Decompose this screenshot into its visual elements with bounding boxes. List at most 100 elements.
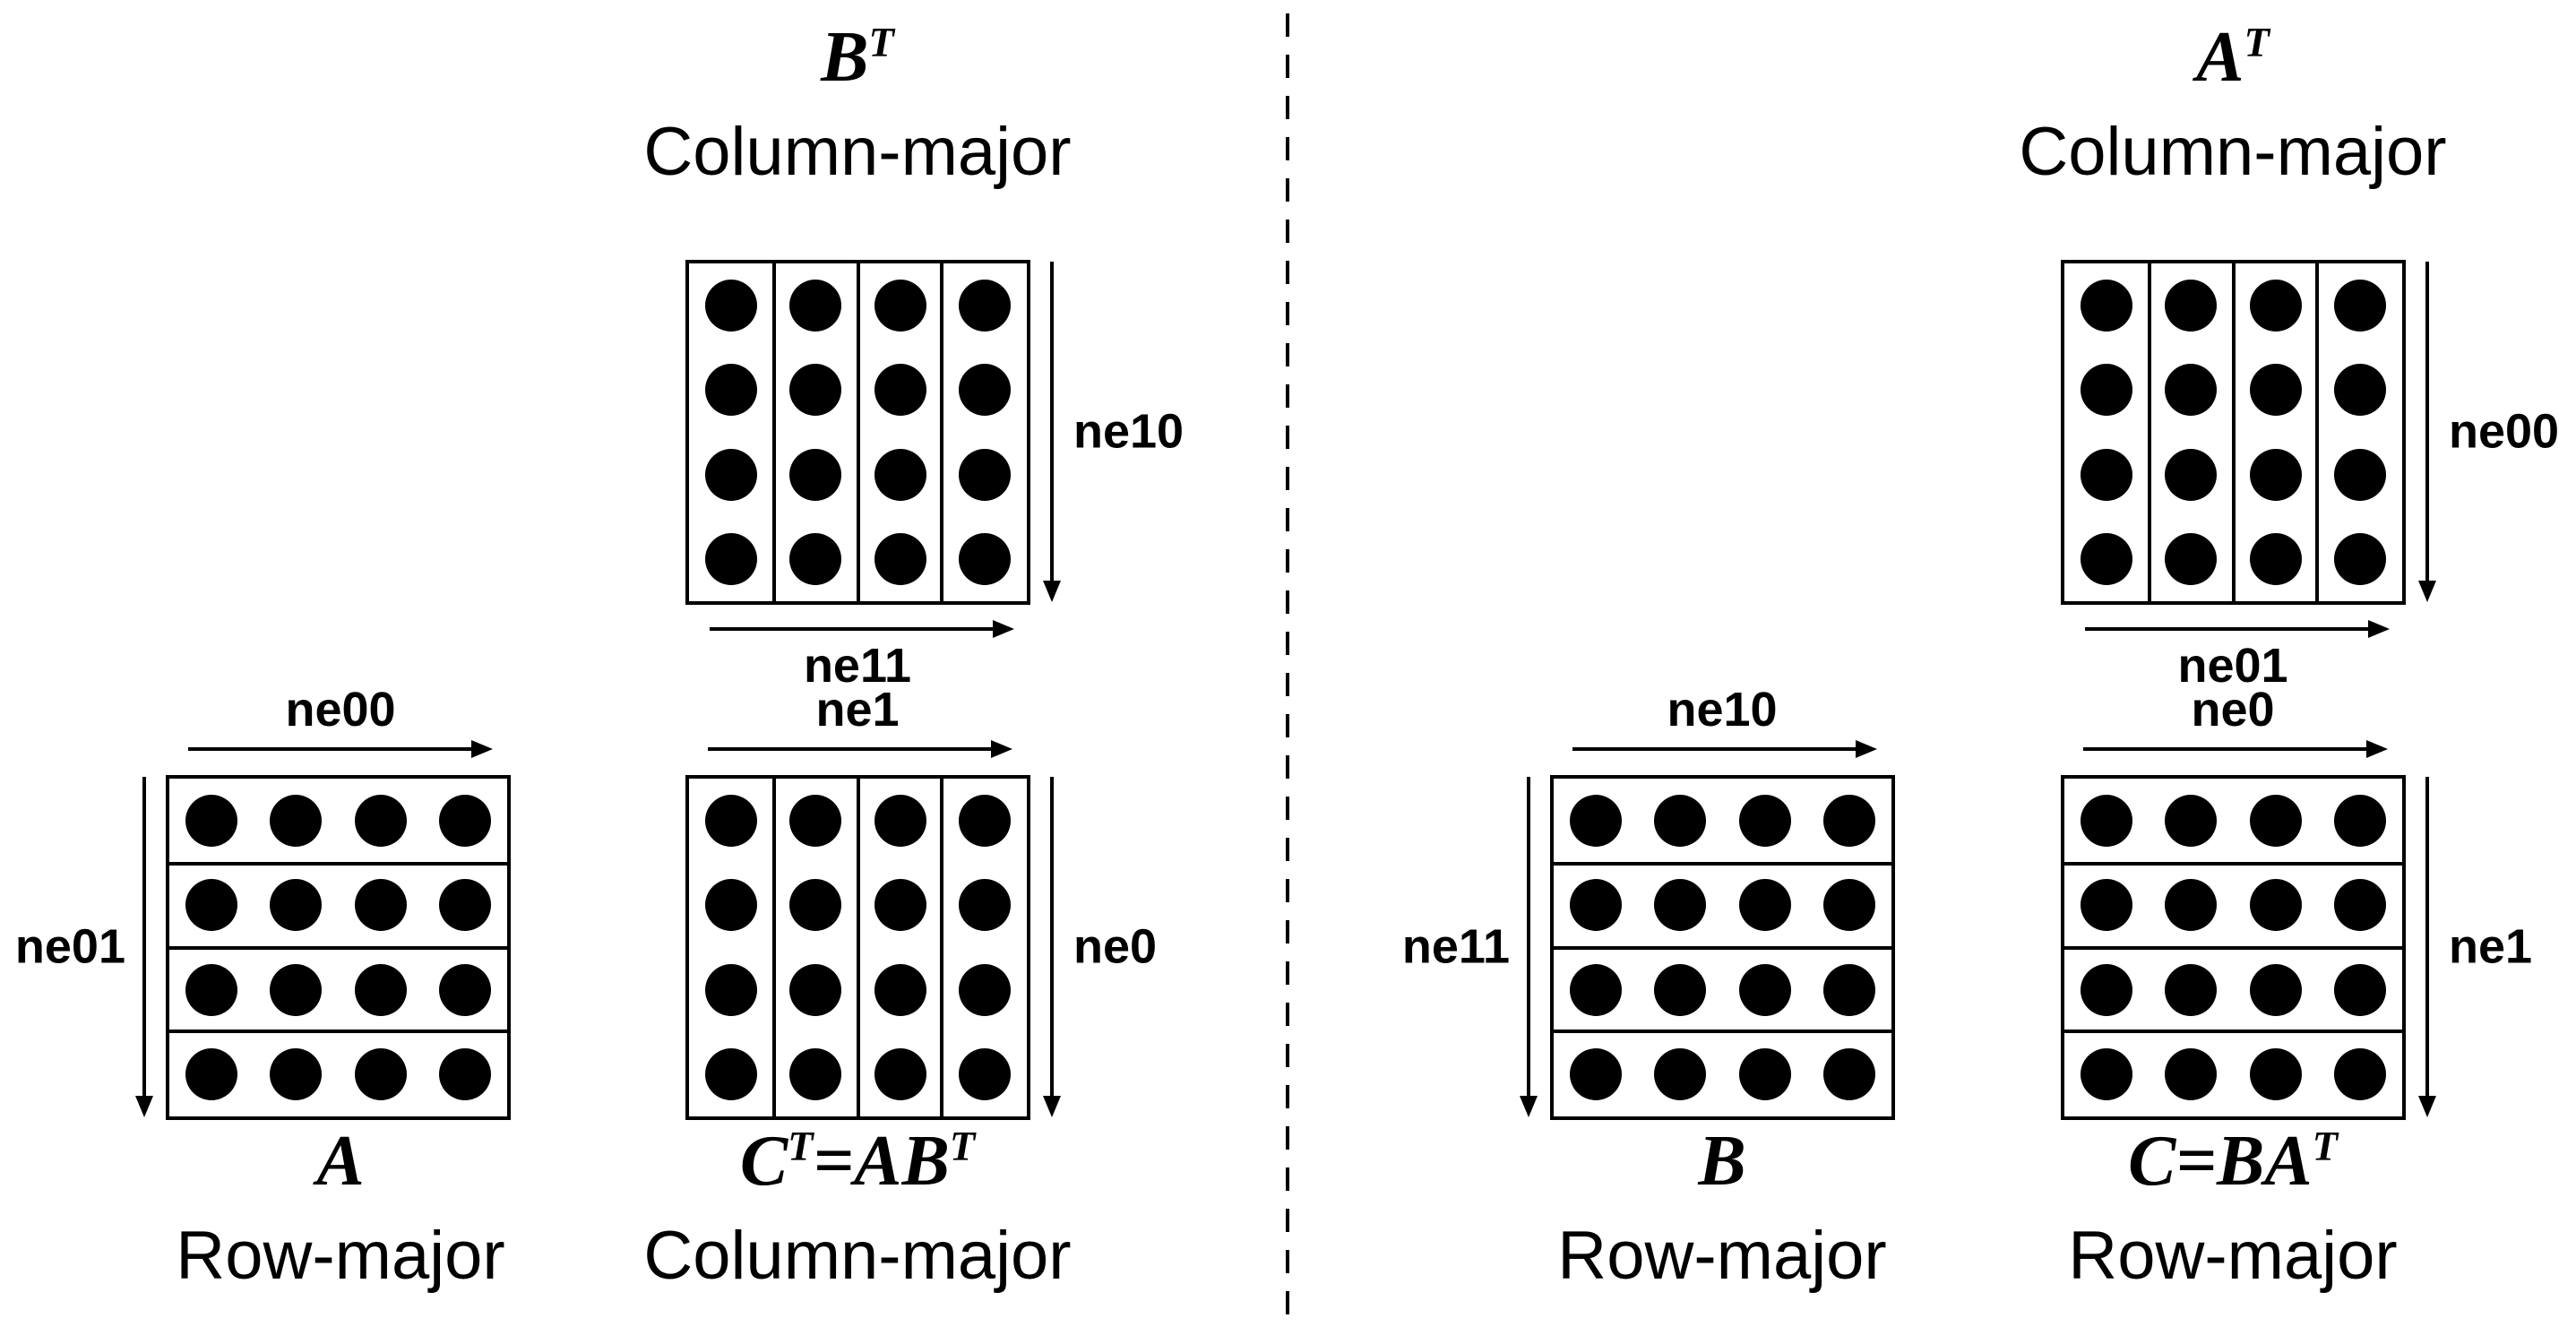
matrix-dot (958, 963, 1011, 1016)
matrix-dot (2081, 532, 2133, 585)
matrix-dot (789, 280, 842, 332)
matrix-dot (1738, 879, 1791, 932)
matrix-dot (1822, 963, 1875, 1016)
matrix-dot (2249, 1047, 2302, 1100)
matrix-dot (2165, 532, 2218, 585)
c-layout-label: Row-major (2068, 1218, 2398, 1294)
b-layout-label: Row-major (1557, 1218, 1887, 1294)
matrix-dot (270, 879, 323, 932)
matrix-dot (354, 795, 407, 848)
bt-matrix-box (685, 260, 1030, 605)
matrix-dot (2333, 1047, 2386, 1100)
right-arrow-icon (1572, 740, 1877, 758)
matrix-dot (1822, 1047, 1875, 1100)
matrix-dot (2333, 364, 2386, 417)
matrix-dot (958, 364, 1011, 417)
matrix-dot (958, 448, 1011, 501)
right-arrow-icon (2083, 740, 2388, 758)
matrix-dot (1822, 879, 1875, 932)
matrix-dot (2249, 448, 2302, 501)
bt-title: BT (821, 18, 894, 97)
matrix-dot (2165, 963, 2218, 1016)
matrix-dot (185, 879, 238, 932)
matrix-dot (2081, 963, 2133, 1016)
matrix-dot (1570, 879, 1623, 932)
matrix-dot (705, 795, 758, 848)
c-matrix-box (2061, 775, 2406, 1120)
c-dot-grid (2064, 779, 2402, 1116)
matrix-dot (705, 532, 758, 585)
matrix-dot (2165, 879, 2218, 932)
matrix-dot (958, 1047, 1011, 1100)
c-ne1-label: ne1 (2449, 919, 2533, 974)
ct-ne1-label: ne1 (815, 683, 900, 737)
matrix-dot (2333, 963, 2386, 1016)
matrix-dot (2249, 532, 2302, 585)
matrix-dot (354, 963, 407, 1016)
ct-layout-label: Column-major (643, 1218, 1072, 1294)
matrix-dot (2165, 1047, 2218, 1100)
matrix-dot (2249, 963, 2302, 1016)
matrix-dot (2081, 879, 2133, 932)
matrix-dot (2333, 280, 2386, 332)
dashed-divider (1286, 13, 1289, 1331)
at-ne01-label: ne01 (2177, 639, 2288, 693)
matrix-dot (874, 795, 926, 848)
matrix-dot (705, 1047, 758, 1100)
matrix-dot (270, 1047, 323, 1100)
ct-dot-grid (689, 779, 1027, 1116)
matrix-dot (874, 364, 926, 417)
bt-dot-grid (689, 263, 1027, 601)
matrix-dot (789, 963, 842, 1016)
matrix-dot (789, 1047, 842, 1100)
matrix-dot (2081, 448, 2133, 501)
matrix-dot (354, 1047, 407, 1100)
matrix-dot (1570, 963, 1623, 1016)
a-dot-grid (169, 779, 507, 1116)
matrix-dot (874, 1047, 926, 1100)
matrix-dot (705, 879, 758, 932)
matrix-dot (2165, 280, 2218, 332)
matrix-dot (1738, 795, 1791, 848)
b-matrix-box (1550, 775, 1895, 1120)
matrix-dot (874, 963, 926, 1016)
matrix-dot (438, 963, 491, 1016)
a-ne00-label: ne00 (285, 683, 396, 737)
matrix-dot (874, 280, 926, 332)
matrix-dot (789, 448, 842, 501)
at-layout-label: Column-major (2019, 114, 2447, 190)
matrix-dot (1570, 795, 1623, 848)
matrix-dot (2081, 280, 2133, 332)
a-ne01-label: ne01 (14, 919, 125, 974)
matrix-dot (705, 448, 758, 501)
matrix-dot (2333, 448, 2386, 501)
c-ne0-label: ne0 (2191, 683, 2275, 737)
at-dot-grid (2064, 263, 2402, 601)
matrix-dot (874, 879, 926, 932)
down-arrow-icon (1043, 777, 1061, 1117)
matrix-dot (2165, 364, 2218, 417)
down-arrow-icon (1043, 262, 1061, 602)
matrix-dot (438, 795, 491, 848)
down-arrow-icon (2418, 262, 2436, 602)
matrix-dot (270, 963, 323, 1016)
b-ne11-label: ne11 (1401, 919, 1510, 974)
matrix-dot (2165, 448, 2218, 501)
matrix-dot (438, 879, 491, 932)
right-arrow-icon (188, 740, 493, 758)
c-title: C=BAT (2127, 1122, 2339, 1201)
right-arrow-icon (710, 620, 1014, 638)
matrix-dot (1654, 795, 1707, 848)
matrix-dot (2333, 532, 2386, 585)
matrix-dot (1654, 963, 1707, 1016)
b-ne10-label: ne10 (1667, 683, 1778, 737)
right-arrow-icon (2085, 620, 2390, 638)
bt-ne10-label: ne10 (1073, 404, 1185, 459)
at-ne00-label: ne00 (2449, 404, 2560, 459)
matrix-dot (1654, 1047, 1707, 1100)
matrix-dot (185, 1047, 238, 1100)
matrix-dot (958, 879, 1011, 932)
matrix-dot (354, 879, 407, 932)
ct-title: CT=ABT (739, 1122, 976, 1201)
a-matrix-box (166, 775, 511, 1120)
